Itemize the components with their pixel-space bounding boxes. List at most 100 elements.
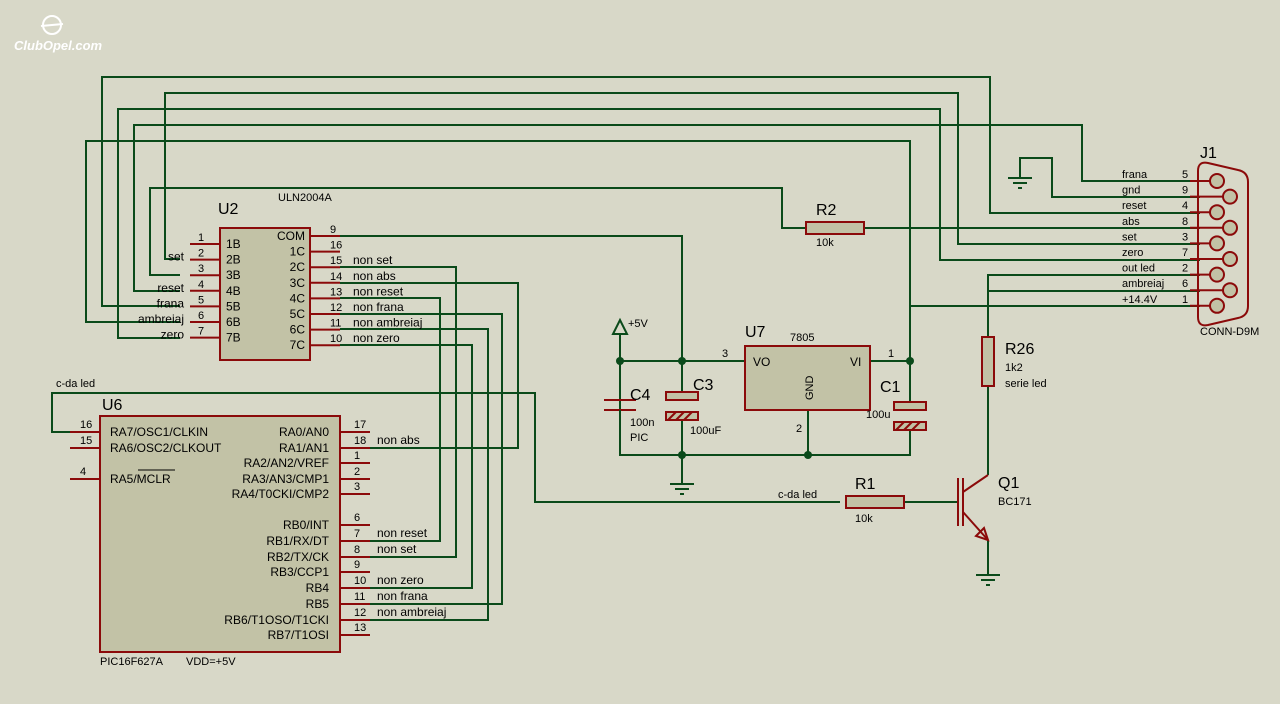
- u2-pin-name: 6C: [290, 323, 306, 337]
- junctions: [616, 357, 914, 459]
- r1-ref: R1: [855, 476, 876, 493]
- c1-capacitor: C1 100u: [866, 379, 927, 431]
- j1-pin-number: 8: [1182, 216, 1188, 228]
- u6-pin-name: RB5: [306, 597, 330, 611]
- wire-frana: [133, 124, 1200, 292]
- u2-pin-name: 2B: [226, 253, 241, 267]
- j1-pin-net: out led: [1122, 263, 1155, 275]
- u6-pin-net: non zero: [377, 573, 424, 587]
- junction: [906, 357, 914, 365]
- j1-pin-number: 1: [1182, 294, 1188, 306]
- u6-body: [99, 415, 341, 653]
- u2-pin-number: 10: [330, 333, 342, 345]
- r26-note: serie led: [1005, 378, 1047, 390]
- c3-capacitor: C3 100uF: [665, 377, 721, 437]
- u2-pin-number: 6: [198, 310, 204, 322]
- j1-pin-number: 3: [1182, 231, 1188, 243]
- u7-ref: U7: [745, 324, 766, 341]
- wire-frana-power: [85, 140, 1200, 323]
- u6-pin-net: non set: [377, 542, 417, 556]
- u6-pin-name: RB4: [306, 581, 330, 595]
- u2-pin-name: 3B: [226, 268, 241, 282]
- c3-value: 100uF: [690, 425, 721, 437]
- u6-pin-number: 17: [354, 419, 366, 431]
- j1-shell: [1197, 161, 1249, 327]
- u2-pin-net: reset: [157, 281, 184, 295]
- c3-plate-top: [665, 391, 699, 401]
- wire-non-abs: [340, 282, 519, 449]
- j1-pin-contact: [1209, 297, 1225, 314]
- j1-pin-net: abs: [1122, 216, 1140, 228]
- j1-pin-number: 2: [1182, 263, 1188, 275]
- u2-pin-name: 1C: [290, 245, 306, 259]
- j1-pin-contact: [1209, 235, 1225, 252]
- u2-pin-number: 7: [198, 326, 204, 338]
- u6-pin-name: RB6/T1OSO/T1CKI: [224, 613, 329, 627]
- c4-value: 100n: [630, 417, 654, 429]
- supply-5v: +5V: [611, 317, 649, 335]
- u2-pin-net: non ambreiaj: [353, 316, 422, 330]
- u2-pin-net: zero: [161, 328, 185, 342]
- c3-plate-bottom: [665, 411, 699, 421]
- j1-part: CONN-D9M: [1200, 326, 1259, 338]
- r1-body: [845, 495, 905, 509]
- u6-pin-name: RA3/AN3/CMP1: [242, 472, 329, 486]
- q1-part: BC171: [998, 496, 1032, 508]
- u6-pin-number: 10: [354, 575, 366, 587]
- u2-pin-net: non abs: [353, 269, 396, 283]
- ground-j1: [1008, 177, 1032, 189]
- r2-ref: R2: [816, 202, 837, 219]
- u7-body: [744, 345, 871, 411]
- u2-pin-number: 11: [330, 318, 341, 330]
- r26-value: 1k2: [1005, 362, 1023, 374]
- u2-ref: U2: [218, 201, 239, 218]
- c1-plate-bottom: [893, 421, 927, 431]
- wire-gnd-bus: [619, 361, 911, 456]
- wire-reset: [101, 76, 1200, 307]
- r26-body: [981, 336, 995, 387]
- u2-pin-number: 4: [198, 279, 204, 291]
- wire-non-frana: [340, 313, 503, 605]
- u2-pin-net: set: [168, 250, 185, 264]
- j1-pin-contact: [1222, 188, 1238, 205]
- wire-non-reset: [340, 297, 441, 542]
- j1-ref: J1: [1200, 145, 1217, 162]
- u2-body: [219, 227, 311, 361]
- u2-pin-number: 2: [198, 248, 204, 260]
- junction: [804, 451, 812, 459]
- u6-pin-number: 18: [354, 435, 366, 447]
- wire-non-zero: [340, 344, 473, 589]
- u2-pin-number: 12: [330, 302, 342, 314]
- u6-pin-name: RA2/AN2/VREF: [244, 456, 329, 470]
- u6-vdd: VDD=+5V: [186, 656, 236, 668]
- u6-pin-number: 4: [80, 466, 86, 478]
- u7-pin-vo: 3: [722, 348, 728, 360]
- u2-pin-number: 5: [198, 294, 204, 306]
- u2-pin-number: 15: [330, 255, 342, 267]
- wire-non-ambreiaj: [340, 328, 489, 621]
- wire-c-da-led: [51, 392, 840, 503]
- j1-pin-net: +14.4V: [1122, 294, 1158, 306]
- r1-resistor: R1 c-da led 10k: [778, 476, 905, 525]
- wire-zero: [117, 108, 1200, 339]
- q1-emitter: [962, 511, 989, 541]
- r2-value: 10k: [816, 237, 834, 249]
- watermark-text: ClubOpel.com: [14, 38, 103, 53]
- r2-resistor: R2 10k: [805, 202, 865, 249]
- j1-pin-net: set: [1122, 231, 1137, 243]
- q1-transistor: Q1 BC171: [957, 474, 1032, 542]
- c1-value: 100u: [866, 409, 890, 421]
- u6-pin-number: 8: [354, 544, 360, 556]
- q1-ref: Q1: [998, 475, 1019, 492]
- u6-pin-name: RB0/INT: [283, 518, 330, 532]
- u7-vi: VI: [850, 355, 861, 369]
- u2-pin-net: non reset: [353, 284, 404, 298]
- j1-pin-net: ambreiaj: [1122, 278, 1164, 290]
